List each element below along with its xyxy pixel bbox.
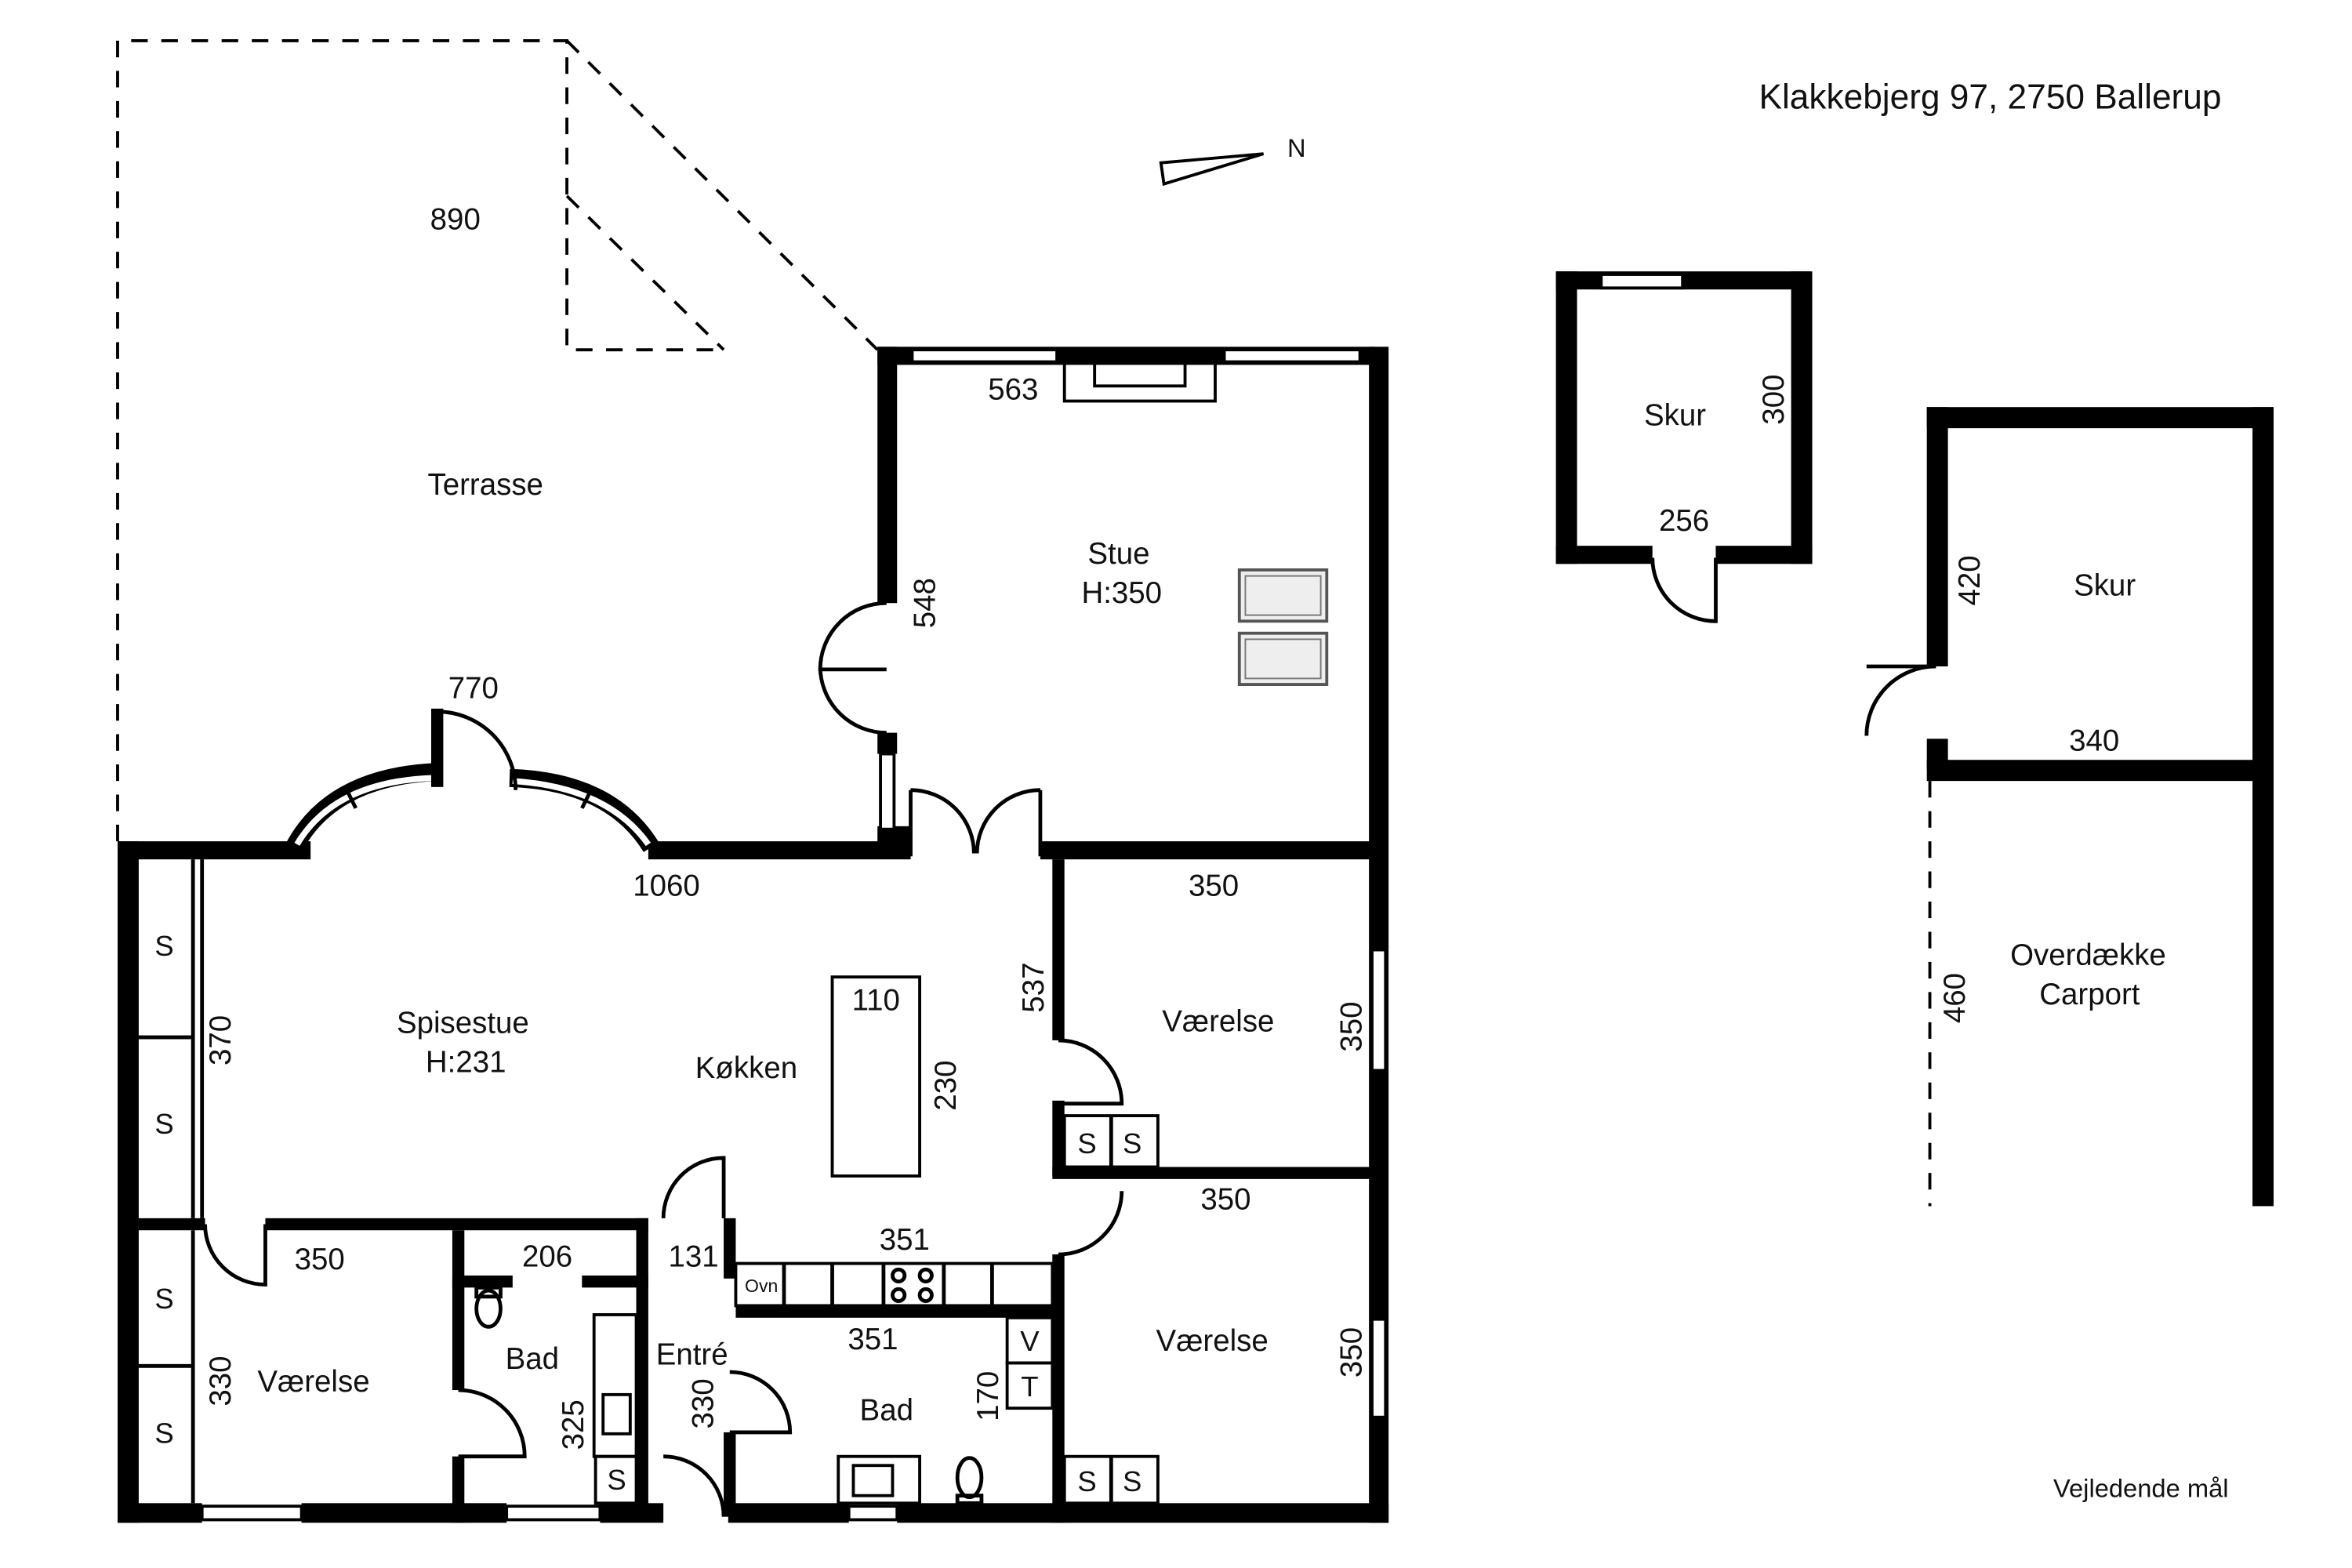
dim-vaerelse-ne-width: 350 bbox=[1189, 869, 1239, 902]
dim-stue-width: 563 bbox=[988, 373, 1038, 407]
dim-vaerelse-se-width: 350 bbox=[1200, 1182, 1250, 1216]
dim-skur2-width: 340 bbox=[2069, 724, 2119, 758]
guidance-note: Vejledende mål bbox=[2053, 1474, 2229, 1503]
cabinet-label: S bbox=[1077, 1127, 1096, 1160]
dim-entre-depth: 330 bbox=[687, 1378, 720, 1428]
dim-terrace-top: 890 bbox=[430, 202, 481, 236]
dim-bad1-depth: 325 bbox=[557, 1399, 590, 1450]
dim-terrace-bay: 770 bbox=[448, 671, 499, 705]
label-kokken: Køkken bbox=[695, 1051, 797, 1085]
cabinet-label: S bbox=[1123, 1465, 1142, 1497]
shed-1 bbox=[1555, 271, 1813, 623]
label-vaerelse-ne: Værelse bbox=[1162, 1004, 1274, 1038]
shed-2 bbox=[1864, 407, 2274, 1207]
dim-skur1-width: 256 bbox=[1659, 504, 1709, 538]
label-vaerelse-sw: Værelse bbox=[257, 1365, 369, 1399]
label-skur-2: Skur bbox=[2074, 569, 2136, 603]
dim-vaerelse-sw-width: 350 bbox=[295, 1243, 345, 1276]
label-skur-1: Skur bbox=[1644, 398, 1706, 432]
skylights bbox=[1237, 568, 1329, 686]
north-arrow bbox=[1159, 152, 1265, 187]
dim-bad2-width: 351 bbox=[848, 1323, 898, 1356]
door-swings bbox=[203, 601, 1124, 1517]
kitchen-fixtures bbox=[734, 975, 1054, 1308]
dim-spisestue-depth: 370 bbox=[204, 1015, 238, 1065]
terrace-outline bbox=[116, 39, 879, 842]
dim-entre-width: 131 bbox=[669, 1240, 719, 1273]
label-spisestue-height: H:231 bbox=[426, 1045, 506, 1079]
dim-bad2-depth: 170 bbox=[971, 1371, 1005, 1421]
dim-skur2-depth: 420 bbox=[1953, 555, 1987, 605]
cabinet-label: S bbox=[154, 1108, 173, 1140]
washer-label: V bbox=[1020, 1325, 1040, 1357]
label-carport-line2: Carport bbox=[2039, 978, 2140, 1011]
bay-window bbox=[285, 708, 659, 852]
dim-bad1-width: 206 bbox=[522, 1240, 572, 1273]
label-vaerelse-se: Værelse bbox=[1156, 1324, 1269, 1358]
windows bbox=[200, 348, 1388, 1522]
label-stue: Stue bbox=[1087, 537, 1149, 571]
dim-island-width: 110 bbox=[852, 983, 900, 1017]
dim-vaerelse-sw-depth: 330 bbox=[204, 1356, 238, 1406]
dim-house-width: 1060 bbox=[633, 869, 700, 902]
label-spisestue: Spisestue bbox=[397, 1006, 529, 1040]
dim-carport-depth: 460 bbox=[1938, 973, 1972, 1023]
dim-island-length: 230 bbox=[929, 1061, 963, 1111]
fireplace bbox=[1062, 360, 1217, 403]
cabinet-label: S bbox=[1123, 1127, 1142, 1160]
label-terrasse: Terrasse bbox=[428, 468, 543, 502]
cabinet-label: S bbox=[607, 1464, 626, 1496]
address-title: Klakkebjerg 97, 2750 Ballerup bbox=[1759, 78, 2221, 116]
label-stue-height: H:350 bbox=[1081, 576, 1162, 610]
oven-label: Ovn bbox=[745, 1276, 778, 1296]
dim-stue-depth: 548 bbox=[908, 578, 942, 628]
cabinet-label: S bbox=[1077, 1465, 1096, 1497]
dim-vaerelse-se-depth: 350 bbox=[1335, 1327, 1369, 1377]
dim-kitchen-side: 537 bbox=[1017, 963, 1051, 1013]
bathroom-fixtures bbox=[474, 1285, 1054, 1505]
dim-vaerelse-ne-depth: 350 bbox=[1335, 1002, 1369, 1052]
wardrobes bbox=[138, 859, 1160, 1505]
label-bad-1: Bad bbox=[506, 1342, 559, 1376]
cabinet-label: S bbox=[154, 930, 173, 962]
label-bad-2: Bad bbox=[860, 1394, 913, 1428]
dryer-label: T bbox=[1021, 1370, 1038, 1403]
label-entre: Entré bbox=[656, 1338, 728, 1371]
compass-label: N bbox=[1287, 133, 1306, 162]
cabinet-label: S bbox=[154, 1417, 173, 1449]
dim-skur1-depth: 300 bbox=[1757, 375, 1791, 425]
dim-kitchen-counter: 351 bbox=[880, 1223, 930, 1257]
label-carport-line1: Overdække bbox=[2010, 938, 2166, 972]
cabinet-label: S bbox=[154, 1283, 173, 1315]
